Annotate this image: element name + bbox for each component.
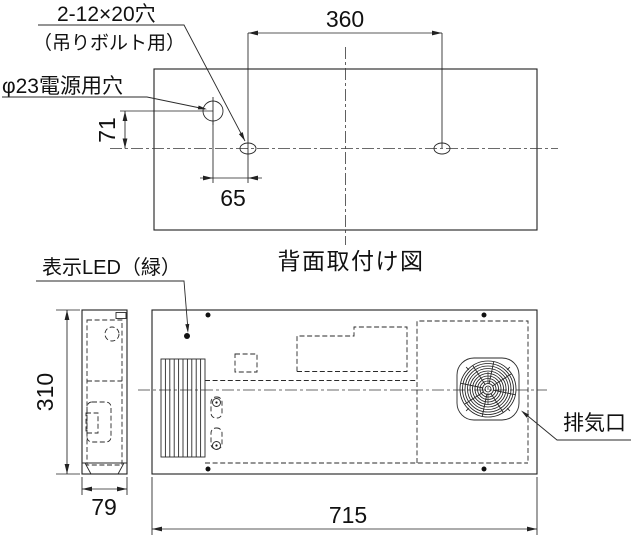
fan-grille (456, 357, 520, 421)
dimension-360: 360 (248, 6, 442, 36)
dim-text-360: 360 (326, 6, 364, 32)
dim-text-65: 65 (220, 185, 246, 211)
screw-dot (205, 312, 211, 318)
arrowhead (117, 486, 127, 492)
arrowhead (203, 175, 213, 181)
arrowhead (152, 526, 162, 532)
side-view-hidden-bracket (85, 412, 99, 434)
screw-dot (481, 312, 487, 318)
led-label: 表示LED（緑） (42, 256, 181, 279)
dimension-71: 71 (94, 111, 128, 149)
arrowhead (248, 175, 258, 181)
leader-line (38, 24, 246, 142)
side-view-hidden-body (86, 319, 123, 466)
led-indicator (184, 333, 190, 339)
side-view-outline (81, 309, 128, 475)
keyhole-slot-upper (210, 396, 223, 419)
arrowhead (122, 138, 128, 149)
dimension-79: 79 (81, 477, 128, 520)
component-hidden-square (234, 353, 258, 373)
side-view-top-tab (115, 312, 127, 319)
leader-line (2, 96, 206, 110)
leader-line (522, 411, 631, 441)
arrowhead (248, 30, 258, 36)
leader-arrowhead (521, 410, 530, 418)
screw-dot (205, 466, 211, 472)
arrowhead (432, 30, 442, 36)
dim-text-310: 310 (32, 373, 58, 411)
side-view: 310 79 (32, 309, 128, 520)
fan-grille-frame (456, 357, 520, 421)
arrowhead (527, 526, 537, 532)
component-hidden-stepped (296, 326, 408, 372)
leader-line (36, 280, 189, 331)
side-view-feet (84, 462, 125, 475)
dim-text-715: 715 (329, 502, 367, 528)
arrowhead (122, 111, 128, 121)
screw-dot (481, 466, 487, 472)
fan-compartment-hidden (416, 320, 529, 463)
louver-vent (160, 358, 206, 458)
dimension-65: 65 (200, 175, 262, 211)
side-view-hidden-pocket (86, 401, 112, 443)
arrowhead (64, 310, 70, 320)
internal-hidden-outlines (205, 320, 529, 464)
dimension-310: 310 (32, 309, 80, 475)
main-view: 表示LED（緑） 排気口 715 (36, 256, 631, 535)
bolt-holes-label-line1: 2-12×20穴 (57, 3, 156, 26)
bolt-holes-label-line2: （吊りボルト用） (33, 32, 185, 54)
keyhole-slot-lower (210, 427, 223, 450)
fan-grille-spokes (460, 361, 516, 417)
louver-slats (164, 359, 202, 457)
dim-text-79: 79 (91, 494, 117, 520)
exhaust-label: 排気口 (563, 412, 626, 435)
dim-text-71: 71 (94, 117, 120, 143)
side-view-hidden-circle (104, 326, 120, 342)
exhaust-callout: 排気口 (521, 410, 631, 441)
screw-dots (205, 312, 487, 472)
rear-mounting-view: 360 71 65 2-12×20穴 （吊りボルト用） φ23電源用穴 (2, 3, 558, 274)
arrowhead (82, 486, 92, 492)
power-hole-label: φ23電源用穴 (2, 75, 123, 98)
leader-arrowhead (185, 323, 190, 333)
main-body-outline (151, 309, 538, 475)
leader-arrowhead (238, 132, 245, 141)
bolt-holes-callout: 2-12×20穴 （吊りボルト用） (33, 3, 246, 142)
led-callout: 表示LED（緑） (36, 256, 190, 333)
rear-view-title: 背面取付け図 (278, 248, 425, 274)
leader-arrowhead (197, 105, 207, 110)
dimension-715: 715 (151, 477, 538, 535)
arrowhead (64, 464, 70, 474)
power-hole-callout: φ23電源用穴 (2, 75, 207, 110)
